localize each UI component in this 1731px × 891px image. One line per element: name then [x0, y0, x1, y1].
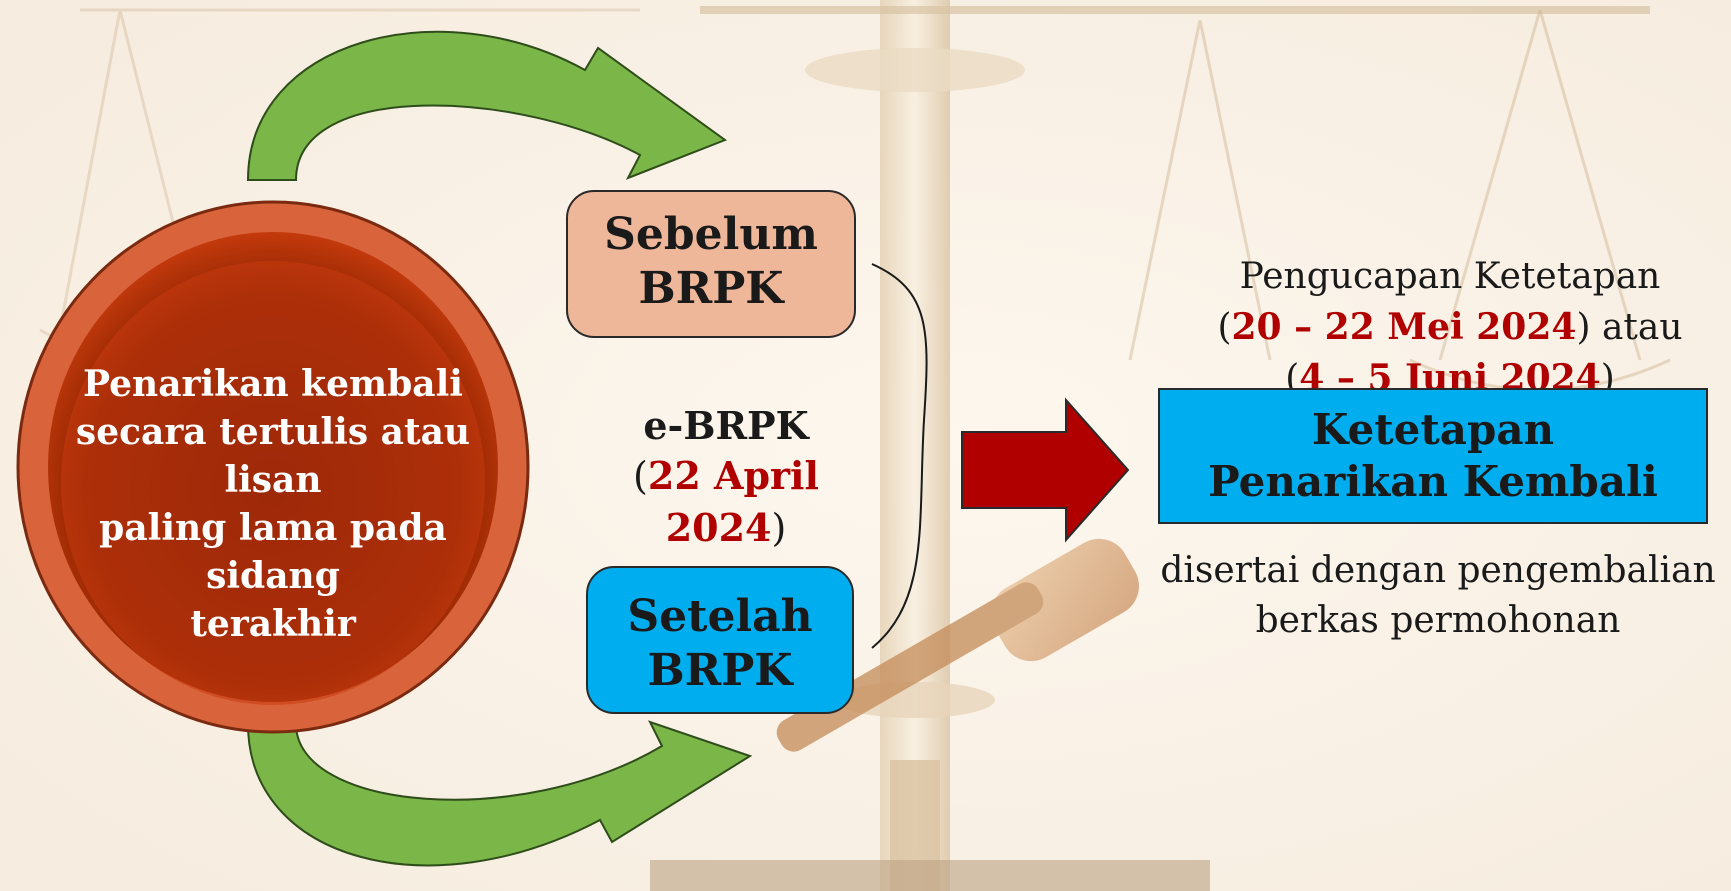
paren-open: ( — [1217, 307, 1232, 348]
right-red-arrow — [961, 397, 1130, 543]
bracket-brace — [871, 263, 928, 649]
setelah-brpk-box: Setelah BRPK — [586, 566, 854, 714]
box-before-line1: Sebelum — [604, 209, 818, 260]
ebrpk-title: e-BRPK — [643, 403, 809, 448]
disertai-text: disertai dengan pengembalian berkas perm… — [1148, 546, 1728, 646]
pengucapan-ketetapan-text: Pengucapan Ketetapan (20 – 22 Mei 2024) … — [1190, 252, 1710, 404]
box-after-line1: Setelah — [627, 591, 813, 642]
circle-line: secara tertulis atau lisan — [75, 411, 471, 501]
ebrpk-date: 22 April 2024 — [647, 453, 819, 550]
disertai-line2: berkas permohonan — [1255, 600, 1621, 641]
disertai-line1: disertai dengan pengembalian — [1160, 550, 1716, 591]
pengucapan-line2: (20 – 22 Mei 2024) atau — [1190, 302, 1710, 353]
top-curved-arrow — [246, 30, 728, 181]
box-before-line2: BRPK — [638, 263, 784, 314]
ebrpk-date-line: (22 April 2024) — [568, 450, 884, 554]
paren-open: ( — [633, 454, 648, 498]
ketetapan-line2: Penarikan Kembali — [1208, 457, 1658, 506]
pengucapan-line1: Pengucapan Ketetapan — [1239, 256, 1661, 297]
pengucapan-date-1: 20 – 22 Mei 2024 — [1231, 306, 1577, 348]
ketetapan-penarikan-box: Ketetapan Penarikan Kembali — [1158, 388, 1708, 524]
pengucapan-atau: ) atau — [1576, 307, 1683, 348]
sebelum-brpk-box: Sebelum BRPK — [566, 190, 856, 338]
bottom-curved-arrow — [246, 720, 753, 867]
circle-line: terakhir — [190, 603, 356, 645]
main-circle — [16, 200, 530, 734]
circle-line: paling lama pada sidang — [99, 507, 447, 597]
box-after-line2: BRPK — [647, 645, 793, 696]
circle-line: Penarikan kembali — [83, 363, 463, 405]
ebrpk-label: e-BRPK (22 April 2024) — [568, 402, 884, 554]
circle-text: Penarikan kembali secara tertulis atau l… — [40, 360, 506, 648]
paren-close: ) — [771, 506, 787, 550]
ketetapan-line1: Ketetapan — [1311, 405, 1555, 454]
